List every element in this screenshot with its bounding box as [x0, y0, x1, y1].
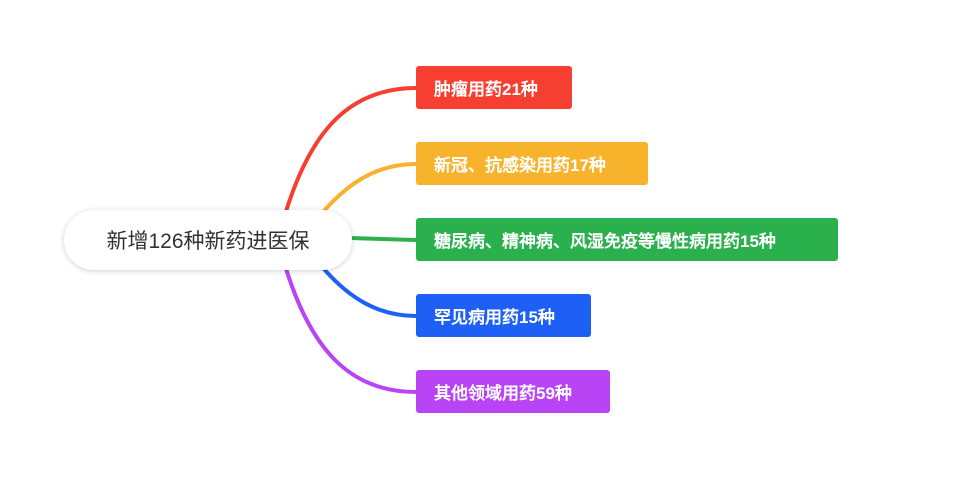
connector-line	[282, 86, 417, 219]
connector-line	[282, 261, 417, 394]
branch-topic-rare-disease[interactable]: 罕见病用药15种	[416, 294, 591, 337]
branch-label: 糖尿病、精神病、风湿免疫等慢性病用药15种	[434, 232, 776, 251]
root-topic[interactable]: 新增126种新药进医保	[64, 210, 352, 270]
branch-label: 新冠、抗感染用药17种	[434, 156, 606, 175]
root-topic-label: 新增126种新药进医保	[106, 230, 310, 253]
connector-line	[316, 260, 417, 318]
branch-topic-covid-anti-infection[interactable]: 新冠、抗感染用药17种	[416, 142, 648, 185]
connector-line	[316, 162, 417, 220]
branch-topic-chronic-disease[interactable]: 糖尿病、精神病、风湿免疫等慢性病用药15种	[416, 218, 838, 261]
branch-topic-other[interactable]: 其他领域用药59种	[416, 370, 610, 413]
branch-label: 肿瘤用药21种	[434, 80, 538, 99]
connector-line	[349, 236, 417, 242]
branch-label: 其他领域用药59种	[434, 384, 572, 403]
branch-label: 罕见病用药15种	[434, 308, 555, 327]
branch-topic-oncology[interactable]: 肿瘤用药21种	[416, 66, 572, 109]
